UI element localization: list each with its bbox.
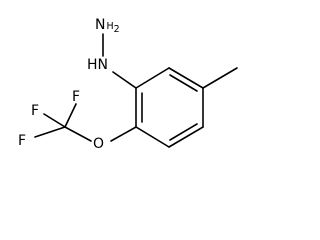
- atom-label-nh: HN: [87, 57, 108, 73]
- atom-label-fluorine-bottom: F: [18, 133, 26, 149]
- c-f-left-bond: [43, 113, 66, 128]
- chemical-structure: NH2 HN O F F F: [18, 17, 238, 152]
- atom-label-fluorine-top: F: [72, 89, 80, 105]
- ring-double-bond-c2-c3: [169, 74, 198, 92]
- atom-label-oxygen: O: [93, 136, 104, 152]
- ring-bond-c1-c2: [135, 67, 170, 89]
- ring-bond-c2-c3: [168, 67, 204, 89]
- ring-bond-c4-c5: [168, 126, 204, 148]
- c6-o-bond: [110, 126, 137, 142]
- atom-label-nh2-h: H: [106, 21, 113, 32]
- c-f-bottom-bond: [34, 126, 66, 138]
- atom-label-nh2: NH2: [95, 17, 120, 35]
- methyl-bond: [202, 67, 238, 89]
- ring-bond-c5-c6: [135, 126, 170, 148]
- c1-nh-bond: [112, 71, 137, 89]
- ring-double-bond-c4-c5: [169, 123, 198, 141]
- atom-label-nh2-subscript: 2: [114, 24, 120, 35]
- atom-label-fluorine-left: F: [31, 103, 39, 119]
- benzene-ring: [135, 67, 204, 148]
- o-cf3-bond: [64, 126, 92, 142]
- c-f-top-bond: [64, 103, 77, 128]
